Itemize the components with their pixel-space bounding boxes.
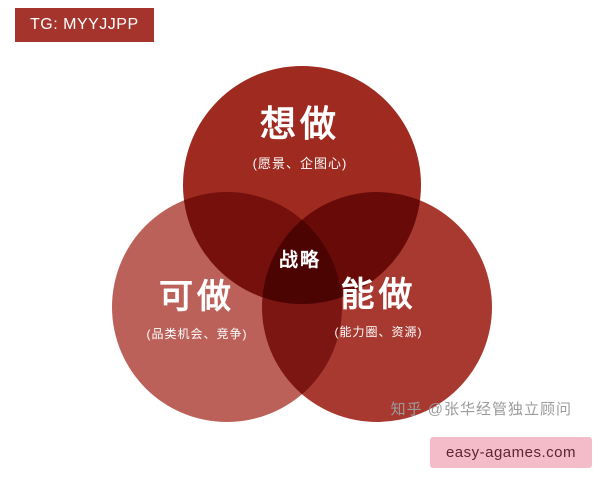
zhihu-watermark: 知乎 @张华经管独立顾问	[390, 401, 572, 418]
may-do-subtitle: (品类机会、竞争)	[146, 327, 248, 341]
strategy-center-label: 战略	[278, 250, 321, 271]
circle-want-to-do	[183, 66, 421, 304]
site-badge: easy-agames.com	[429, 437, 592, 468]
label-may-do: 可做 (品类机会、竞争)	[113, 276, 281, 342]
can-do-subtitle: (能力圈、资源)	[334, 325, 423, 339]
want-to-do-title: 想做	[259, 103, 340, 144]
may-do-title: 可做	[159, 278, 235, 316]
label-want-to-do: 想做 (愿景、企图心)	[200, 102, 400, 172]
can-do-title: 能做	[340, 276, 417, 314]
label-can-do: 能做 (能力圈、资源)	[296, 274, 461, 340]
want-to-do-subtitle: (愿景、企图心)	[252, 156, 348, 171]
tg-badge: TG: MYYJJPP	[15, 8, 154, 42]
